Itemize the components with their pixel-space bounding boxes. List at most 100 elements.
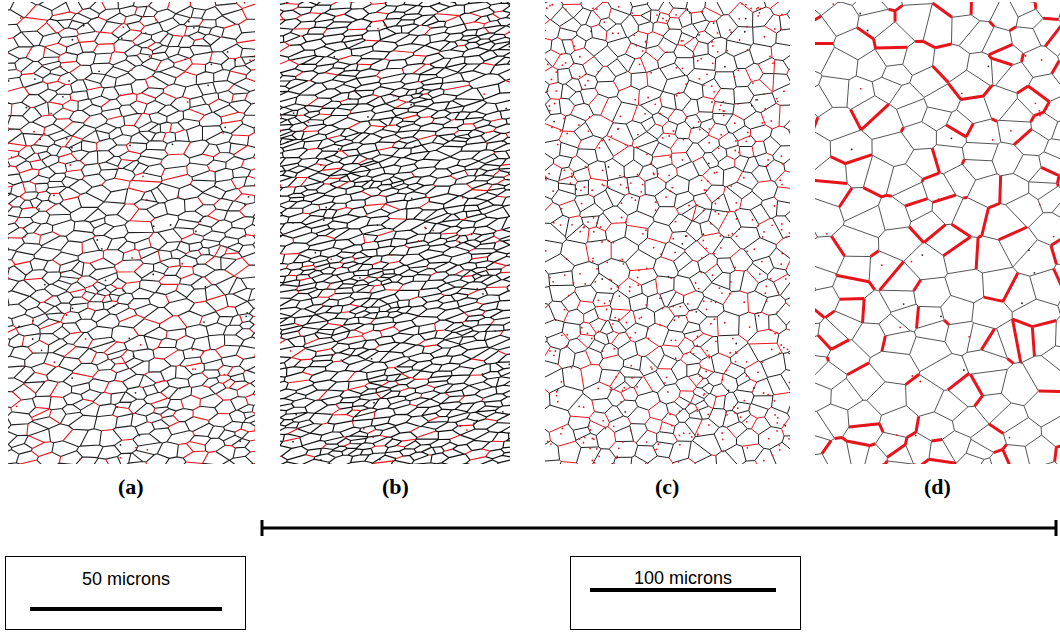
scan-dot [578,438,580,440]
scan-dot [249,59,251,61]
scan-dot [779,352,781,354]
scan-dot [550,443,552,445]
scan-dot [746,447,748,449]
scan-dot [648,337,650,339]
scan-dot [561,208,563,210]
scan-dot [589,116,591,118]
scan-dot [549,110,551,112]
bracket-tick [261,520,264,536]
scan-dot [741,3,743,5]
scan-dot [597,71,599,73]
scan-dot [71,147,73,149]
scan-dot [698,288,700,290]
scan-dot [767,159,769,161]
scan-dot [961,92,963,94]
scan-dot [192,368,194,370]
scan-dot [170,224,172,226]
scan-dot [668,28,670,30]
scan-dot [583,227,585,229]
scan-dot [637,134,639,136]
scan-dot [575,188,577,190]
scan-dot [203,321,205,323]
scan-dot [729,293,731,295]
twin-boundaries [815,2,1060,464]
scan-dot [620,184,622,186]
scan-dot [735,140,737,142]
scan-dot [606,309,608,311]
scan-dot [745,375,747,377]
scan-dot [418,240,420,242]
scan-dot [762,236,764,238]
scan-dot [571,224,573,226]
scan-dot [721,379,723,381]
scan-dot [553,354,555,356]
scan-dot [596,222,598,224]
scan-dot [896,434,898,436]
scan-dot [708,162,710,164]
scan-dot [579,331,581,333]
scan-dot [153,225,155,227]
scan-dot [740,416,742,418]
scan-dot [68,80,70,82]
scan-dot [549,5,551,7]
scan-dot [735,202,737,204]
scan-dot [654,103,656,105]
scan-dot [545,176,547,178]
scan-dot [60,66,62,68]
scan-dot [645,463,647,464]
scan-dot [728,389,730,391]
scan-dot [584,436,586,438]
scale-bar [30,607,222,611]
scan-dot [763,93,765,95]
scan-dot [781,155,783,157]
bracket-tick [1055,520,1058,536]
scan-dot [552,190,554,192]
scan-dot [621,259,623,261]
scan-dot [661,308,663,310]
scan-dot [767,394,769,396]
scan-dot [734,150,736,152]
scan-dot [96,239,98,241]
scan-dot [951,137,953,139]
scan-dot [685,83,687,85]
scan-dot [560,130,562,132]
scan-dot [603,185,605,187]
scan-dot [579,75,581,77]
scan-dot [610,288,612,290]
scan-dot [679,444,681,446]
scan-dot [726,50,728,52]
scan-dot [11,156,13,158]
scan-dot [320,164,322,166]
scan-dot [693,353,695,355]
scan-dot [581,327,583,329]
scan-dot [561,381,563,383]
scan-dot [330,258,332,260]
scan-dot [566,345,568,347]
scan-dot [697,60,699,62]
scan-dot [613,348,615,350]
scan-dot [587,80,589,82]
scan-dot [367,116,369,118]
scan-dot [566,334,568,336]
scan-dot [634,99,636,101]
scan-dot [715,340,717,342]
scan-dot [758,315,760,317]
scan-dot [723,110,725,112]
scan-dot [696,410,698,412]
scan-dot [763,460,765,462]
scan-dot [579,231,581,233]
scan-dot [745,140,747,142]
scan-dot [621,202,623,204]
scan-dot [101,248,103,250]
scan-dot [601,140,603,142]
scan-dot [685,235,687,237]
scan-dot [749,407,751,409]
panel-label: (d) [924,474,951,500]
scan-dot [564,309,566,311]
scan-dot [546,7,548,9]
scan-dot [772,62,774,64]
scan-dot [608,240,610,242]
scan-dot [763,231,765,233]
scan-dot [744,31,746,33]
